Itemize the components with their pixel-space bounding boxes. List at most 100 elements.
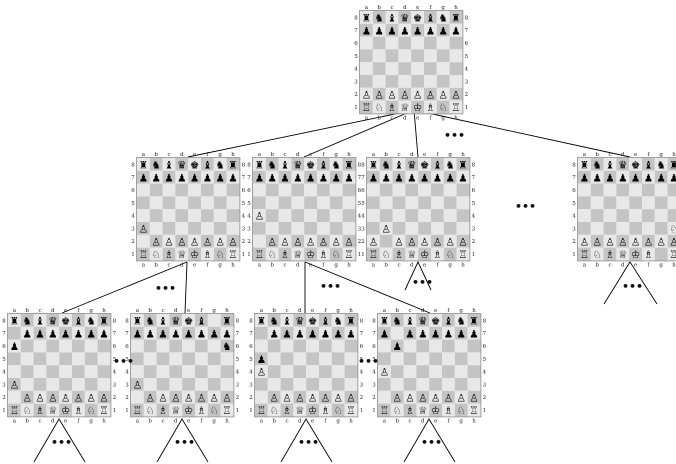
file-label: e [309, 263, 312, 269]
black-pawn-icon: ♟ [257, 354, 266, 366]
board-square [304, 196, 317, 209]
ellipsis-l1d-subtree: ••• [622, 280, 643, 293]
rank-label: 1 [572, 252, 576, 258]
board-square [157, 340, 170, 353]
black-bishop-icon: ♝ [280, 159, 289, 171]
file-label: g [448, 263, 452, 269]
board-square [455, 352, 468, 365]
file-label: a [365, 116, 369, 122]
board-square [604, 184, 617, 197]
board-square [293, 340, 306, 353]
board-square [360, 49, 373, 62]
board-square [373, 75, 386, 88]
rank-label: 6 [483, 344, 487, 350]
white-pawn-icon: ♙ [458, 236, 467, 248]
white-king-icon: ♔ [306, 249, 315, 261]
board-square [578, 209, 591, 222]
board-square [429, 365, 442, 378]
board-square [437, 62, 450, 75]
rank-label: 5 [249, 357, 253, 363]
chess-board-l1-d: ♜♞♝♛♚♝♞♜♟♟♟♟♟♟♟♟♘♙♙♙♙♙♙♙♙♖♘♗♕♔♗♖aabbccdd… [572, 152, 676, 269]
file-label: d [621, 152, 625, 158]
board-square [188, 222, 201, 235]
board-square [393, 222, 406, 235]
board-square [279, 222, 292, 235]
file-label: b [595, 263, 599, 269]
board-square [380, 196, 393, 209]
white-pawn-icon: ♙ [413, 89, 422, 101]
file-label: c [390, 5, 393, 11]
black-queen-icon: ♛ [295, 315, 304, 327]
white-bishop-icon: ♗ [280, 249, 289, 261]
black-pawn-icon: ♟ [158, 328, 167, 340]
file-label: a [258, 152, 262, 158]
board-square [163, 196, 176, 209]
rank-label: 7 [125, 331, 129, 337]
white-pawn-icon: ♙ [420, 236, 429, 248]
board-square [21, 365, 34, 378]
file-label: d [174, 308, 178, 314]
rank-label: 6 [2, 344, 6, 350]
black-pawn-icon: ♟ [394, 172, 403, 184]
rank-label: 1 [113, 408, 117, 414]
rank-label: 7 [2, 331, 6, 337]
white-pawn-icon: ♙ [184, 392, 193, 404]
board-square [457, 222, 470, 235]
black-king-icon: ♚ [306, 159, 315, 171]
file-label: h [461, 152, 465, 158]
black-pawn-icon: ♟ [418, 328, 427, 340]
white-knight-icon: ♘ [22, 405, 31, 417]
white-queen-icon: ♕ [407, 249, 416, 261]
board-square [304, 209, 317, 222]
black-pawn-icon: ♟ [74, 328, 83, 340]
rank-label: 1 [483, 408, 487, 414]
file-label: d [298, 308, 302, 314]
board-square [418, 209, 431, 222]
board-square [253, 222, 266, 235]
white-pawn-icon: ♙ [48, 392, 57, 404]
edge-root-to-l1b [304, 110, 414, 157]
black-queen-icon: ♛ [177, 159, 186, 171]
board-square [144, 352, 157, 365]
rank-label: 1 [131, 252, 135, 258]
rank-label: 3 [354, 79, 358, 85]
rank-label: 6 [236, 344, 240, 350]
board-square [169, 340, 182, 353]
file-label: c [608, 263, 611, 269]
white-pawn-icon: ♙ [209, 392, 218, 404]
white-knight-icon: ♘ [86, 405, 95, 417]
black-queen-icon: ♛ [171, 315, 180, 327]
board-square [416, 365, 429, 378]
rank-label: 4 [131, 214, 135, 220]
file-label: b [395, 308, 399, 314]
rank-label: 4 [113, 370, 117, 376]
board-square [214, 184, 227, 197]
board-square [169, 365, 182, 378]
file-label: g [212, 308, 216, 314]
board-square [72, 378, 85, 391]
black-king-icon: ♚ [420, 159, 429, 171]
board-square [8, 352, 21, 365]
rank-label: 3 [361, 226, 365, 232]
file-label: h [347, 263, 351, 269]
white-pawn-icon: ♙ [215, 236, 224, 248]
rank-label: 1 [360, 408, 364, 414]
board-square [578, 184, 591, 197]
rank-label: 2 [572, 239, 576, 245]
black-knight-icon: ♞ [267, 159, 276, 171]
board-square [144, 340, 157, 353]
file-label: f [447, 308, 450, 314]
board-square [431, 209, 444, 222]
board-square [404, 378, 417, 391]
rank-label: 7 [372, 331, 376, 337]
white-pawn-icon: ♙ [380, 367, 389, 379]
file-label: e [187, 308, 190, 314]
board-square [393, 184, 406, 197]
file-label: g [441, 5, 445, 11]
file-label: f [77, 419, 80, 425]
black-king-icon: ♚ [61, 315, 70, 327]
black-pawn-icon: ♟ [145, 328, 154, 340]
white-pawn-icon: ♙ [171, 392, 180, 404]
board-square [431, 184, 444, 197]
